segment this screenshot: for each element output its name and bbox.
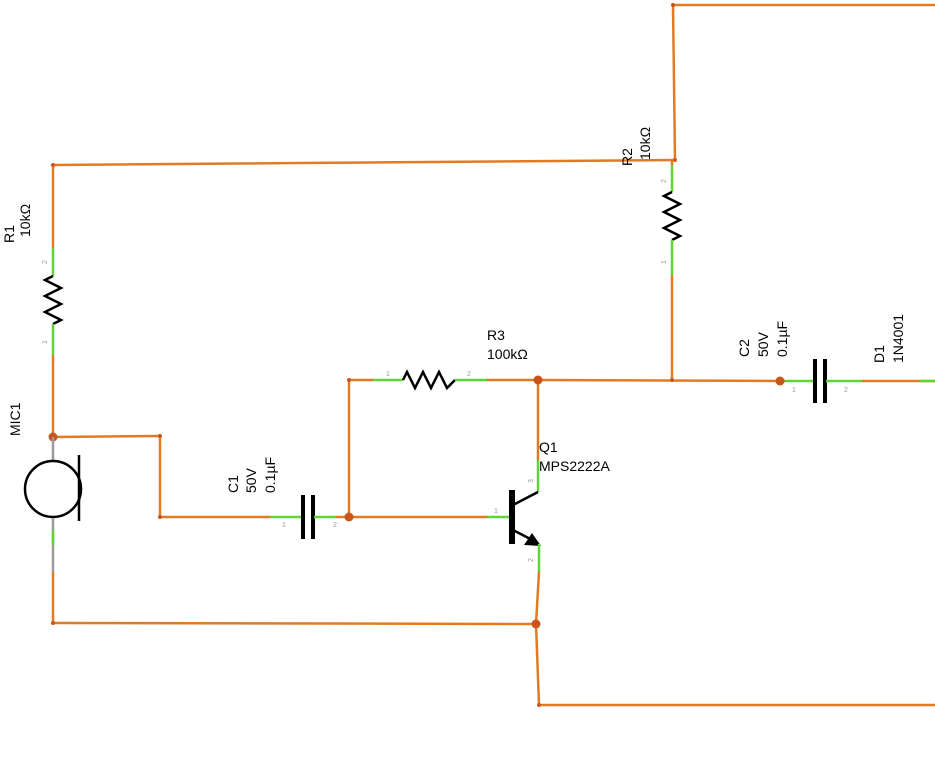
bend-point: [670, 378, 674, 382]
microphone-mic1[interactable]: MIC1: [7, 402, 83, 572]
resistor-r2[interactable]: 2 1 R2 10kΩ: [619, 127, 683, 275]
wire-ground-rail[interactable]: [51, 621, 538, 626]
c2-voltage-label: 50V: [755, 331, 771, 357]
bend-point: [158, 434, 162, 438]
c1-voltage-label: 50V: [243, 467, 259, 493]
microphone-icon: [23, 459, 83, 519]
r3-value-label: 100kΩ: [487, 346, 528, 362]
junction-ground-node[interactable]: [531, 619, 541, 629]
resistor-r3[interactable]: 1 2 R3 100kΩ: [373, 327, 528, 391]
bend-point: [671, 3, 675, 7]
wire-mic-node-right[interactable]: [51, 434, 162, 439]
capacitor-plate-icon: [823, 359, 827, 403]
transistor-base-bar-icon: [509, 490, 515, 544]
c1-value-label: 0.1µF: [262, 457, 278, 493]
c2-pin1-number: 1: [792, 387, 796, 394]
resistor-r1[interactable]: 2 1 R1 10kΩ: [1, 204, 64, 355]
r1-pin1-number: 1: [42, 340, 49, 344]
junctions: [48, 3, 785, 707]
c1-pin1-number: 1: [282, 522, 286, 529]
mic1-ref-label: MIC1: [7, 402, 23, 436]
capacitor-plate-icon: [311, 495, 315, 539]
q1-ref-label: Q1: [539, 439, 558, 455]
r2-pin1-number: 1: [661, 260, 668, 264]
q1-pin2-number: 2: [528, 558, 535, 562]
junction-base-node[interactable]: [344, 512, 354, 522]
c2-value-label: 0.1µF: [774, 321, 790, 357]
bend-point: [347, 378, 351, 382]
bend-point: [673, 158, 677, 162]
q1-pin3-number: 3: [528, 479, 535, 483]
c2-pin2-number: 2: [844, 387, 848, 394]
wire-collector-node-to-c2[interactable]: [536, 378, 787, 383]
bend-point: [158, 515, 162, 519]
c1-pin2-number: 2: [333, 522, 337, 529]
resistor-zigzag-icon: [661, 190, 683, 242]
wires: [51, 3, 935, 707]
transistor-collector-lead-icon: [512, 490, 539, 507]
r2-pin2-number: 2: [661, 179, 668, 183]
d1-part-label: 1N4001: [890, 314, 906, 363]
r3-pin2-number: 2: [467, 371, 471, 378]
r2-value-label: 10kΩ: [637, 127, 653, 160]
r1-pin2-number: 2: [42, 260, 49, 264]
r2-ref-label: R2: [619, 148, 635, 166]
junction-collector-node[interactable]: [533, 375, 543, 385]
resistor-zigzag-icon: [42, 274, 64, 326]
capacitor-plate-icon: [301, 495, 305, 539]
bend-point: [537, 703, 541, 707]
r1-value-label: 10kΩ: [17, 204, 33, 237]
c2-ref-label: C2: [736, 339, 752, 357]
q1-pin1-number: 1: [494, 508, 498, 515]
wire-r2-top-riser[interactable]: [671, 3, 677, 162]
junction-output-node[interactable]: [775, 376, 785, 386]
c1-ref-label: C1: [225, 475, 241, 493]
r1-ref-label: R1: [1, 225, 17, 243]
bend-point: [51, 621, 55, 625]
capacitor-c2[interactable]: 1 2 C2 50V 0.1µF: [736, 321, 862, 403]
capacitor-c1[interactable]: 1 2 C1 50V 0.1µF: [225, 457, 337, 539]
r3-pin1-number: 1: [386, 371, 390, 378]
transistor-q1[interactable]: 3 1 2 Q1 MPS2222A: [487, 439, 610, 572]
d1-ref-label: D1: [871, 345, 887, 363]
resistor-zigzag-icon: [401, 369, 456, 391]
capacitor-plate-icon: [813, 359, 817, 403]
diode-d1[interactable]: D1 1N4001: [871, 314, 935, 383]
bend-point: [51, 163, 55, 167]
r3-ref-label: R3: [487, 327, 505, 343]
wire-top-rail[interactable]: [51, 158, 677, 167]
wire-emitter-to-ground[interactable]: [534, 570, 541, 626]
transistor-emitter-arrow-icon: [524, 533, 541, 546]
wire-ground-drop[interactable]: [534, 622, 541, 707]
q1-part-label: MPS2222A: [539, 458, 610, 474]
